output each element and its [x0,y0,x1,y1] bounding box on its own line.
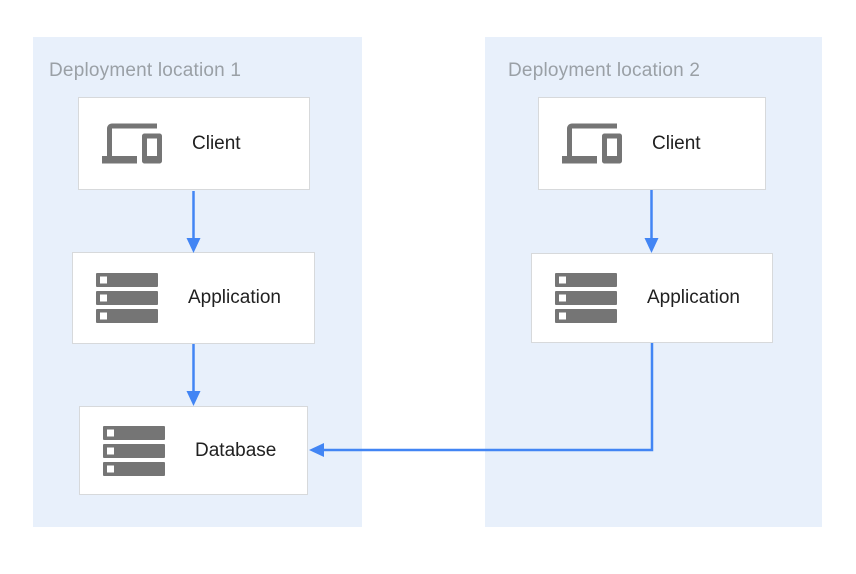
node-label: Application [188,287,281,308]
node-client-1: Client [78,97,310,190]
node-label: Client [192,132,241,154]
zone-title: Deployment location 2 [508,60,701,81]
server-stack-icon [555,273,617,323]
devices-icon [102,121,162,166]
node-label: Application [647,287,740,308]
node-label: Database [195,439,277,461]
server-stack-icon [96,273,158,323]
node-application-1: Application [72,252,315,344]
zone-title: Deployment location 1 [49,60,242,81]
devices-icon [562,121,622,166]
node-database-1: Database [79,406,308,495]
server-stack-icon [103,425,165,476]
node-client-2: Client [538,97,766,190]
node-label: Client [652,132,701,154]
node-application-2: Application [531,253,773,343]
